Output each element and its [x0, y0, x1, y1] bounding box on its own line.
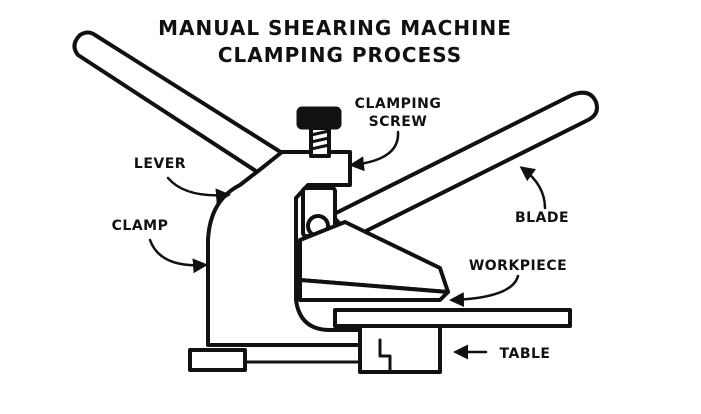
workpiece	[333, 308, 572, 328]
clamping-screw	[296, 106, 342, 158]
arrow-clamping-screw	[349, 130, 400, 172]
label-table: TABLE	[500, 346, 551, 362]
blade-handle	[330, 90, 599, 240]
diagram-title-line1: MANUAL SHEARING MACHINE	[158, 16, 512, 40]
label-workpiece: WORKPIECE	[469, 258, 567, 274]
label-blade: BLADE	[515, 210, 569, 226]
base-foot	[188, 348, 362, 372]
arrow-workpiece	[449, 274, 520, 308]
label-clamping-screw-line1: CLAMPING	[355, 96, 442, 112]
arrow-blade	[519, 166, 547, 210]
label-clamp: CLAMP	[112, 218, 169, 234]
blade	[298, 220, 450, 302]
label-lever: LEVER	[134, 156, 186, 172]
arrow-clamp	[148, 238, 208, 274]
arrow-lever	[166, 176, 231, 204]
label-clamping-screw-line2: SCREW	[369, 114, 428, 130]
diagram-title-line2: CLAMPING PROCESS	[218, 43, 462, 67]
table	[358, 324, 442, 374]
